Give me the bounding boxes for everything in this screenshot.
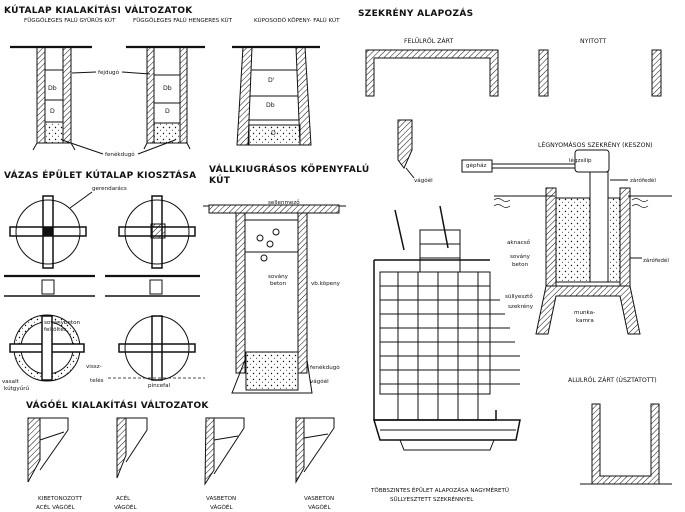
legnyomasos-title: LÉGNYOMÁSOS SZEKRÉNY (KESZON) [538,140,653,149]
fejdugo-label: fejdugó [98,69,120,76]
vagoel-t2b: VÁGÓÉL [114,503,137,511]
vall-title-2: KÚT [209,174,231,186]
vagoel-t4b: VÁGÓÉL [308,503,331,511]
building-drawing [372,205,521,451]
vagoel-label-szek: vágóél [414,177,433,184]
well3-d-prime: D' [268,77,275,84]
well1-label: FÜGGŐLEGES FALÚ GYŰRŰS KÚT [24,17,116,24]
vagoel-t4a: VASBETON [304,496,334,502]
well1-d: D [50,108,55,115]
gephaz-label: gépház [466,162,487,169]
beton-label: beton [270,281,287,287]
well2-d: D [165,108,170,115]
szekreny-lbl: szekrény [508,303,534,310]
zarofedel2-label: zárófedél [643,257,669,264]
zarofedel-label: zárófedél [630,177,656,184]
savanybeton-label: soványbeton [44,319,81,326]
well2-db: Db [163,85,172,92]
well1-drawing: Db D [32,46,76,151]
vasalt-label: vasalt [2,379,20,385]
felulrol-label: FELÜLRŐL ZÁRT [404,36,453,45]
well2-label: FÜGGŐLEGES FALÚ HENGERES KÚT [133,17,233,24]
well3-label: KÚPOSODÓ KÖPENY- FALÚ KÚT [254,17,340,24]
vagoel-t2a: ACÉL [116,494,131,502]
fenekdugo-label: fenékdugó [310,364,340,371]
szekreny-section: SZEKRÉNY ALAPOZÁS FELÜLRŐL ZÁRT NYITOTT … [358,7,672,503]
szekreny-title: SZEKRÉNY ALAPOZÁS [358,7,473,19]
vazas-title: VÁZAS ÉPÜLET KÚTALAP KIOSZTÁSA [4,169,196,181]
vagoel-t1a: KIBETONOZOTT [38,496,83,502]
savany-label-szek: sovány [510,253,531,260]
teles-label: telés [90,377,104,384]
vbkopeny-label: vb.köpeny [311,281,341,287]
savany-label: sovány [268,273,289,280]
munka-label: munka- [574,310,595,316]
vall-title-1: VÁLLKIUGRÁSOS KÖPENYFALÚ [209,163,369,175]
kutalap-section: KÚTALAP KIALAKÍTÁSI VÁLTOZATOK FÜGGŐLEGE… [4,4,340,158]
sellenmezo-label: sellenmező [268,200,300,206]
vagoel-title: VÁGÓÉL KIALAKÍTÁSI VÁLTOZATOK [26,399,209,411]
nyitott-label: NYITOTT [580,38,607,45]
pincefal-label: pincefal [148,383,171,389]
well3-d: D [271,130,276,137]
aknacso-label: aknacső [507,240,531,246]
beton-label-szek: beton [512,262,529,268]
vagoel-t3b: VÁGÓÉL [210,503,233,511]
well3-drawing: D' Db D [236,46,312,146]
visszteles-label: vissz- [86,364,102,370]
well2-drawing: Db D [143,46,191,150]
well1-db: Db [48,85,57,92]
tobbszintes-label: TÖBBSZINTES ÉPÜLET ALAPOZÁSA NAGYMÉRETŰ [370,486,509,494]
vagoel-section: VÁGÓÉL KIALAKÍTÁSI VÁLTOZATOK KIBETONOZO… [26,399,335,511]
vagoel-label-vall: vágóél [310,378,329,385]
kutgyuru-label: kútgyűrű [4,385,30,392]
alulrol-title: ALULRÓL ZÁRT (ÚSZTATOTT) [568,375,657,384]
gerendaracs-label: gerendarács [92,185,127,192]
legzsilip-label: légzsilip [569,157,592,164]
fenekdugo-label-top: fenékdugó [105,151,135,158]
sulyeszto-label: süllyesztő [505,294,533,300]
vagoel-t1b: ACÉL VÁGÓÉL [36,503,76,511]
vazas-section: VÁZAS ÉPÜLET KÚTALAP KIOSZTÁSA gerendará… [2,169,205,392]
feltoltes-label: feltöltés [44,326,67,333]
kutalap-title: KÚTALAP KIALAKÍTÁSI VÁLTOZATOK [4,4,193,16]
kamra-label: kamra [576,318,594,324]
vall-section: VÁLLKIUGRÁSOS KÖPENYFALÚ KÚT sellenmező … [203,163,369,394]
well3-db: Db [266,102,275,109]
vagoel-t3a: VASBETON [206,496,236,502]
sullyesztett-label: SÜLLYESZTETT SZEKRÉNNYEL [390,495,474,503]
